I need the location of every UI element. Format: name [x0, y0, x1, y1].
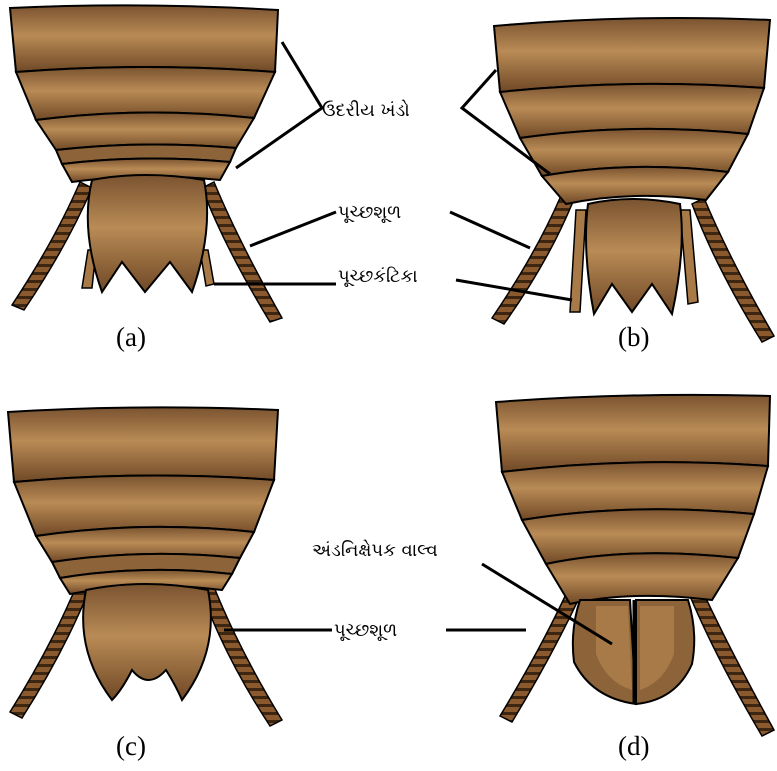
tip-c	[83, 584, 211, 700]
cercus-right-a	[202, 182, 282, 322]
cercus-left-b	[492, 198, 572, 324]
caption-c: (c)	[116, 731, 146, 761]
label-ovipositor-valve: અંડનિક્ષેપક વાલ્વ	[312, 540, 438, 561]
style-left-b	[570, 210, 586, 312]
label-cerci-ab: પૂચ્છશૂળ	[338, 202, 401, 223]
label-abdominal-segments: ઉદરીય ખંડો	[322, 100, 410, 121]
caption-d: (d)	[618, 731, 649, 761]
cercus-right-c	[200, 582, 282, 726]
cercus-left-c	[10, 582, 90, 718]
caption-b: (b)	[618, 322, 649, 352]
tip-a	[88, 175, 207, 292]
figure-d	[496, 395, 774, 736]
caption-a: (a)	[116, 322, 146, 352]
segment-4-d	[546, 553, 738, 604]
style-right-b	[680, 210, 698, 304]
cercus-left-a	[12, 182, 92, 310]
pointer-cerci-ab	[250, 212, 336, 246]
segment-1-b	[494, 18, 770, 92]
figure-c	[8, 407, 282, 726]
cercus-left-d	[500, 590, 580, 722]
cercus-right-d	[690, 590, 774, 736]
label-styles: પૂચ્છકંટિકા	[338, 266, 418, 287]
segment-1-c	[8, 407, 278, 482]
segment-1-d	[496, 395, 770, 472]
segment-1-a	[10, 5, 278, 72]
cercus-right-b	[692, 198, 774, 342]
label-cerci-c: પૂચ્છશૂળ	[334, 620, 397, 641]
tip-b	[586, 199, 682, 314]
